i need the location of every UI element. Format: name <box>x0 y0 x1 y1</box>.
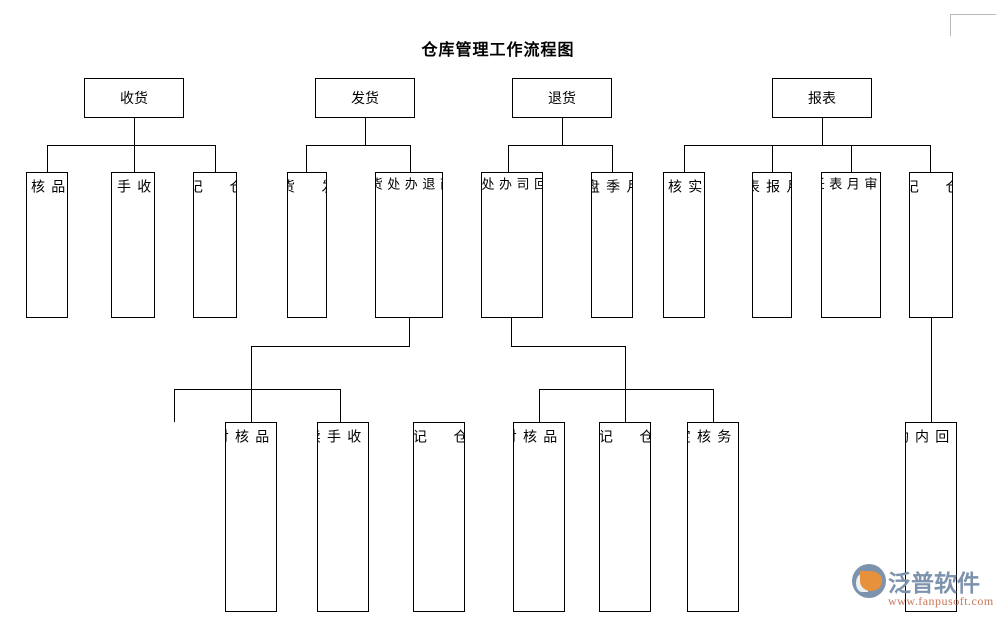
connector-branch-return-stem <box>511 318 512 346</box>
connector-shipping-stem <box>365 118 366 145</box>
node-label-col-right: 事 退 回 司 <box>513 177 543 191</box>
node-branch-return-to-company[interactable]: 事 退 回 司 办 处 货 公 <box>481 172 543 318</box>
node-label: 帐 实 核 对 <box>666 179 703 195</box>
connector-merchant-return-riser <box>251 346 252 389</box>
node-periodic-stocktake[interactable]: 周 月 季 盘 点 <box>591 172 633 318</box>
connector-branch-return-drop-2 <box>625 389 626 422</box>
node-report-supervisor-review[interactable]: 报 主 审 月 表 任 核 <box>821 172 881 318</box>
node-root-returns[interactable]: 退货 <box>512 78 612 118</box>
node-label: 入 仓 记 帐 <box>413 429 465 445</box>
connector-merchant-return-bus <box>174 389 340 390</box>
node-product-check-branch[interactable]: 产 品 核 对 <box>513 422 565 612</box>
node-product-check-receiving[interactable]: 产 品 核 对 <box>26 172 68 318</box>
node-label-col-right: 报 主 审 <box>861 177 881 191</box>
node-account-stock-reconcile[interactable]: 帐 实 核 对 <box>663 172 705 318</box>
connector-receiving-drop-3 <box>215 145 216 172</box>
node-warehouse-in-record-receiving[interactable]: 入 仓 记 帐 <box>193 172 237 318</box>
connector-scheduled-return-stem <box>931 318 932 422</box>
connector-returns-drop-2 <box>612 145 613 172</box>
connector-receiving-drop-1 <box>47 145 48 172</box>
connector-reports-drop-2 <box>772 145 773 172</box>
node-label: 签 收 手 续 <box>115 179 152 195</box>
brand-name: 泛普软件 <box>888 571 980 597</box>
node-handle-merchant-return[interactable]: 事 接 商 退 办 处 货 家 货 <box>375 172 443 318</box>
connector-reports-drop-3 <box>851 145 852 172</box>
connector-shipping-drop-1 <box>306 145 307 172</box>
node-label: 定 时 寄 回 内 勤 处 理 <box>905 429 957 445</box>
node-warehouse-out-record-reports[interactable]: 出 仓 记 帐 <box>909 172 953 318</box>
node-label: 报表 <box>808 91 836 107</box>
node-signoff-procedure-receiving[interactable]: 签 收 手 续 <box>111 172 155 318</box>
connector-merchant-return-stem <box>409 318 410 346</box>
node-label-col-left: 办 处 货 家 货 <box>375 177 417 191</box>
node-label: 出 仓 记 帐 <box>909 179 953 195</box>
connector-shipping-bus <box>306 145 410 146</box>
connector-merchant-return-elbow <box>251 346 410 347</box>
connector-returns-stem <box>562 118 563 145</box>
connector-reports-drop-1 <box>684 145 685 172</box>
connector-shipping-drop-2 <box>410 145 411 172</box>
page-title: 仓库管理工作流程图 <box>421 40 575 59</box>
node-shipping-dispatch[interactable]: 发 货 <box>287 172 327 318</box>
node-product-check-merchant[interactable]: 产 品 核 对 <box>225 422 277 612</box>
node-label: 退货 <box>548 91 576 107</box>
connector-receiving-drop-2 <box>134 145 135 172</box>
crop-mark-horizontal <box>950 14 996 15</box>
connector-merchant-return-drop-1 <box>174 389 175 422</box>
connector-reports-drop-4 <box>930 145 931 172</box>
node-label: 出 仓 记 帐 <box>599 429 651 445</box>
node-finance-approval-reimbursement[interactable]: 内 勤 财 务 核 定 报 销 <box>687 422 739 612</box>
connector-branch-return-elbow <box>511 346 625 347</box>
connector-branch-return-drop-1 <box>539 389 540 422</box>
node-label: 月 报 表 <box>752 179 792 195</box>
node-scheduled-send-back-to-office[interactable]: 定 时 寄 回 内 勤 处 理 <box>905 422 957 612</box>
node-root-shipping[interactable]: 发货 <box>315 78 415 118</box>
connector-branch-return-bus <box>539 389 713 390</box>
brand-logo-icon <box>852 564 886 598</box>
node-label-col-right: 事 接 商 退 <box>419 177 443 191</box>
connector-reports-stem <box>822 118 823 145</box>
node-monthly-report[interactable]: 月 报 表 <box>752 172 792 318</box>
connector-branch-return-drop-3 <box>713 389 714 422</box>
node-label-col-left: 月 表 任 核 <box>821 177 859 191</box>
connector-receiving-stem <box>134 118 135 145</box>
node-label-col-left: 办 处 货 公 <box>481 177 511 191</box>
node-label: 发货 <box>351 91 379 107</box>
connector-receiving-bus <box>47 145 215 146</box>
brand-url: www.fanpusoft.com <box>888 594 994 608</box>
connector-branch-return-riser <box>625 346 626 389</box>
node-signoff-procedure-merchant[interactable]: 签 收 手 续 <box>317 422 369 612</box>
connector-merchant-return-drop-2 <box>251 389 252 422</box>
node-label: 产 品 核 对 <box>225 429 277 445</box>
node-label: 产 品 核 对 <box>513 429 565 445</box>
node-warehouse-in-record-merchant[interactable]: 入 仓 记 帐 <box>413 422 465 612</box>
connector-reports-bus <box>684 145 930 146</box>
node-root-receiving[interactable]: 收货 <box>84 78 184 118</box>
watermark: 泛普软件 www.fanpusoft.com <box>852 560 996 617</box>
connector-merchant-return-drop-3 <box>340 389 341 422</box>
node-warehouse-out-record-branch[interactable]: 出 仓 记 帐 <box>599 422 651 612</box>
crop-mark-vertical <box>950 14 951 36</box>
node-label: 收货 <box>120 91 148 107</box>
node-label: 内 勤 财 务 核 定 报 销 <box>687 429 739 445</box>
connector-returns-drop-1 <box>508 145 509 172</box>
connector-returns-bus <box>508 145 612 146</box>
node-label: 发 货 <box>287 179 327 195</box>
node-root-reports[interactable]: 报表 <box>772 78 872 118</box>
node-label: 周 月 季 盘 点 <box>591 179 633 195</box>
node-label: 签 收 手 续 <box>317 429 369 445</box>
node-label: 产 品 核 对 <box>29 179 66 195</box>
node-label: 入 仓 记 帐 <box>193 179 237 195</box>
